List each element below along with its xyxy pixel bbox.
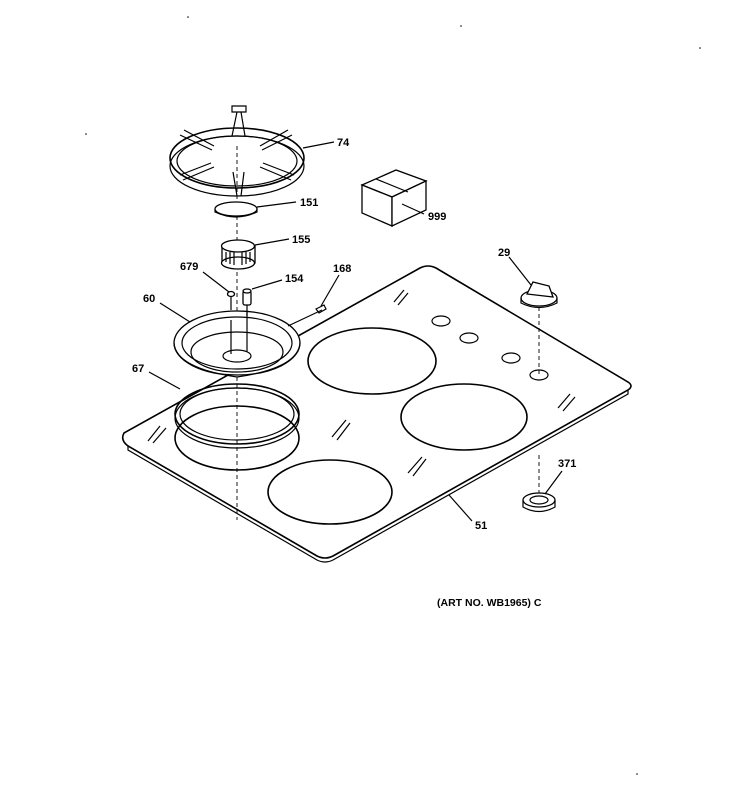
burner-bowl — [173, 309, 323, 378]
callout-60: 60 — [143, 293, 155, 305]
callout-168: 168 — [333, 263, 351, 275]
clip — [315, 304, 327, 314]
callout-999: 999 — [428, 211, 446, 223]
screw — [226, 290, 236, 310]
burner-cap — [214, 201, 258, 218]
callout-679: 679 — [180, 261, 198, 273]
burner-opening-rear-right — [400, 383, 528, 451]
leader-lines — [148, 141, 563, 522]
bezel — [522, 492, 556, 513]
callout-154: 154 — [285, 273, 304, 285]
callout-371: 371 — [558, 458, 576, 470]
scan-specks — [85, 16, 701, 775]
art-number: (ART NO. WB1965) C — [437, 597, 542, 609]
callout-74: 74 — [337, 137, 350, 149]
callout-51: 51 — [475, 520, 487, 532]
callout-29: 29 — [498, 247, 510, 259]
burner-head — [220, 239, 256, 270]
burner-grate — [169, 105, 305, 197]
gasket-ring — [174, 383, 300, 449]
igniter-electrode — [242, 288, 252, 316]
burner-opening-front-right — [267, 459, 393, 525]
parts-box — [360, 169, 428, 228]
burner-opening-rear-left — [307, 327, 437, 395]
cooktop-glass — [121, 265, 632, 563]
callout-151: 151 — [300, 197, 318, 209]
control-knob — [520, 281, 558, 309]
callout-155: 155 — [292, 234, 310, 246]
callout-67: 67 — [132, 363, 144, 375]
